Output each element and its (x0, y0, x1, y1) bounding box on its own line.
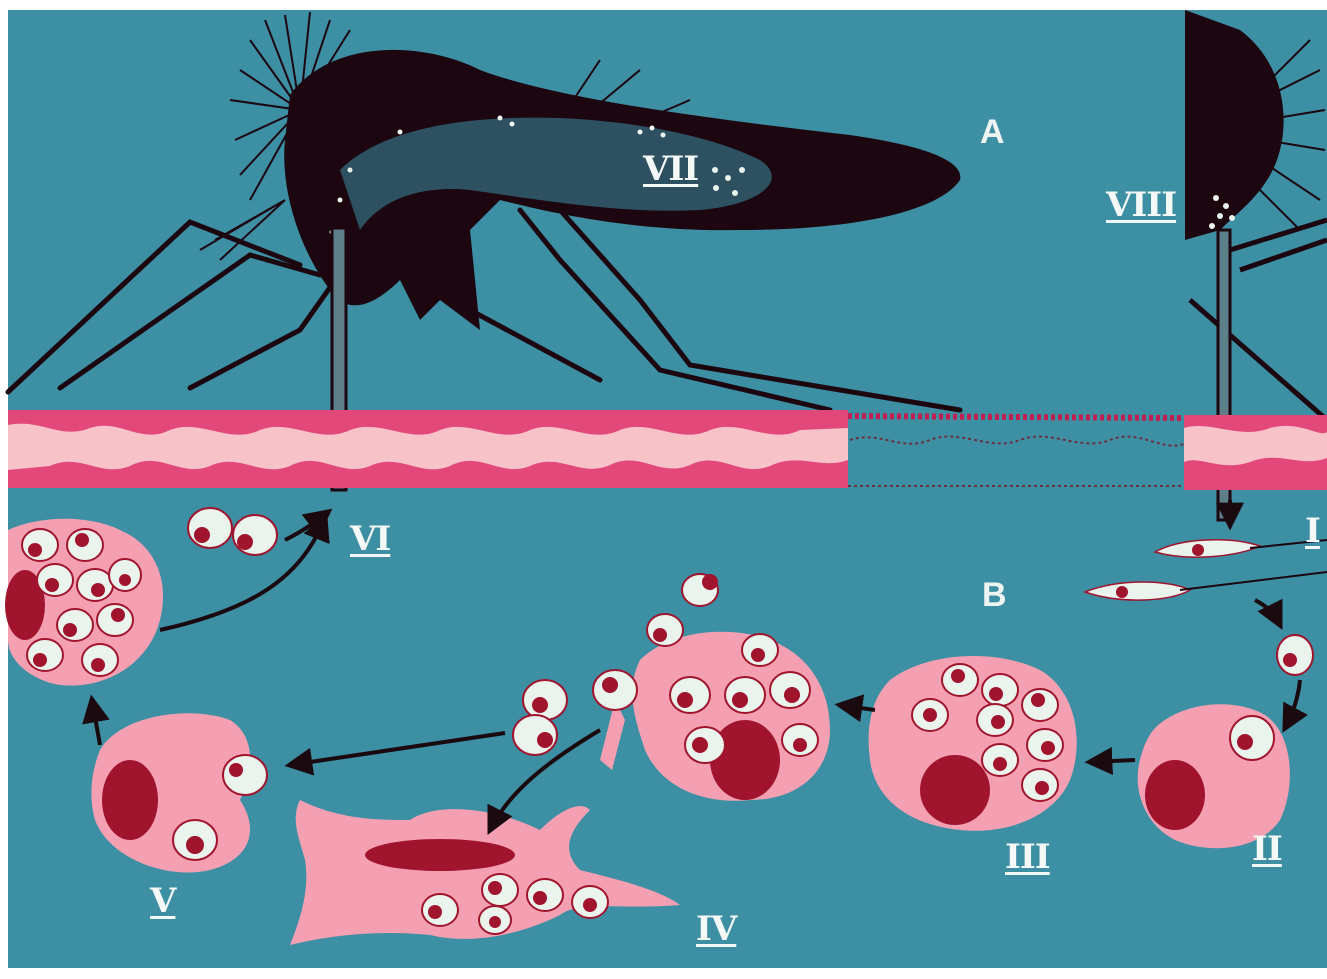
stage-label-iv: IV (696, 912, 736, 946)
stage-label-i: I (1305, 514, 1320, 548)
cell-v (91, 713, 267, 872)
stage-label-viii: VIII (1106, 188, 1176, 222)
stage-label-v: V (150, 884, 175, 918)
stage-label-vi: VI (350, 522, 390, 556)
cell-ii (1138, 704, 1290, 848)
stage-label-ii: II (1252, 832, 1282, 866)
cell-iii (869, 656, 1077, 831)
section-label-b: B (982, 578, 1007, 612)
stage-label-vii: VII (643, 152, 698, 186)
stage-label-iii: III (1005, 840, 1050, 874)
section-label-a: A (980, 115, 1005, 149)
